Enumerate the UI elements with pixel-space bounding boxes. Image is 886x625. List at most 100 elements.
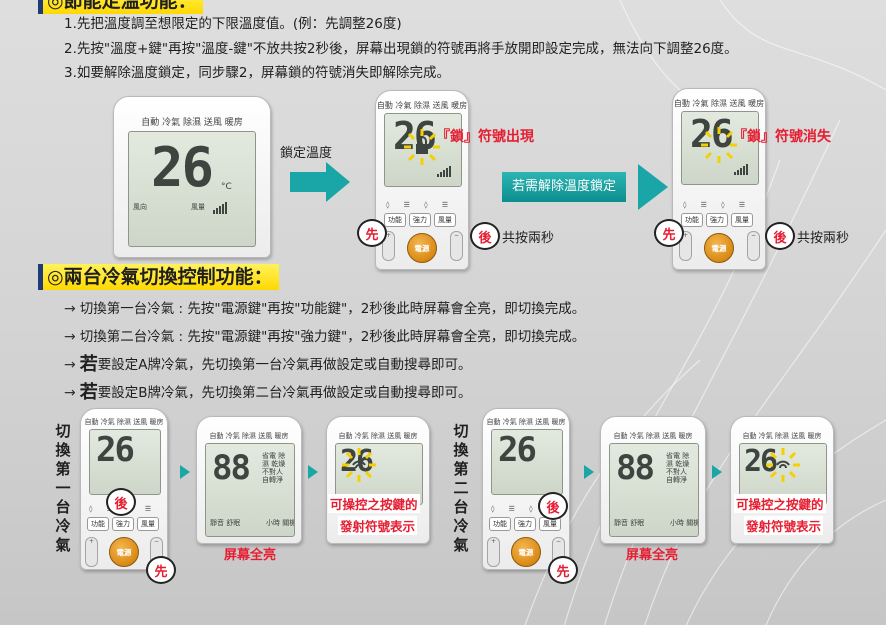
full-screen-label-2: 屏幕全亮 bbox=[626, 548, 679, 563]
temp-minus-key[interactable]: − bbox=[450, 231, 463, 261]
lock-temp-label: 鎖定溫度 bbox=[280, 146, 333, 161]
remote-modes: 自動 冷氣 除濕 送風 暖房 bbox=[486, 418, 566, 426]
signal-burst-icon bbox=[766, 448, 800, 482]
flow-arrow bbox=[308, 465, 318, 479]
bullet-4: →若要設定B牌冷氣，先切換第二台冷氣再做設定或自動搜尋即可。 bbox=[64, 382, 472, 403]
lcd-all-segments: 88 bbox=[212, 448, 251, 488]
lcd-all-segments: 88 bbox=[616, 448, 655, 488]
step-1: 1.先把溫度調至想限定的下限溫度值。(例：先調整26度) bbox=[64, 16, 402, 32]
signal-label-1-line1: 可操控之按鍵的 bbox=[328, 494, 420, 513]
bullet-3: →若要設定A牌冷氣，先切換第一台冷氣再做設定或自動搜尋即可。 bbox=[64, 354, 472, 375]
after-bubble: 後 bbox=[538, 492, 568, 520]
remote-lcd: 26 bbox=[681, 111, 759, 185]
step-3: 3.如要解除溫度鎖定，同步驟2，屏幕鎖的符號消失即解除完成。 bbox=[64, 65, 450, 81]
temp-minus-key[interactable]: − bbox=[747, 231, 760, 261]
switch-second-vertical: 切換第二台冷氣 bbox=[453, 422, 469, 554]
unlock-banner: 若需解除溫度鎖定 bbox=[502, 172, 627, 202]
bullet-1: →切換第一台冷氣 : 先按"電源鍵"再按"功能鍵"，2秒後此時屏幕會全亮，即切換… bbox=[64, 301, 586, 317]
unlock-arrow-head bbox=[638, 164, 668, 210]
lcd-temperature: 26 bbox=[393, 114, 437, 158]
function-button[interactable]: 功能 bbox=[384, 213, 406, 227]
step-2: 2.先按"溫度+鍵"再按"溫度-鍵"不放共按2秒後，屏幕出現鎖的符號再將手放開即… bbox=[64, 40, 738, 57]
lcd-quiet: 靜音 舒眠 bbox=[210, 519, 241, 527]
fan-level-bars bbox=[437, 166, 451, 177]
boost-button[interactable]: 強力 bbox=[514, 517, 536, 531]
lcd-extra-modes: 省電 除濕 乾燥 不對人 自轉淨 bbox=[666, 452, 690, 484]
remote-lock-appear: 自動 冷氣 除濕 送風 暖房 26 ◊ ☰ ◊ ☰ 功能 強力 風量 + 電源 … bbox=[375, 90, 469, 270]
remote-lcd: 26 °C 風向 風量 bbox=[128, 131, 256, 247]
power-button[interactable]: 電源 bbox=[109, 537, 139, 567]
lock-burst-icon bbox=[404, 129, 440, 165]
lcd-quiet: 靜音 舒眠 bbox=[614, 519, 645, 527]
first-bubble: 先 bbox=[548, 556, 578, 584]
remote-modes: 自動 冷氣 除濕 送風 暖房 bbox=[209, 432, 289, 440]
lcd-temperature: 26 bbox=[151, 136, 214, 199]
temp-plus-key[interactable]: + bbox=[487, 537, 500, 567]
boost-button[interactable]: 強力 bbox=[112, 517, 134, 531]
remote-modes: 自動 冷氣 除濕 送風 暖房 bbox=[376, 101, 468, 110]
lcd-temperature: 26 bbox=[744, 444, 778, 479]
first-bubble: 先 bbox=[146, 556, 176, 584]
lcd-hours: 小時 關機 bbox=[670, 519, 699, 527]
remote-lcd: 26 bbox=[491, 429, 563, 495]
function-button[interactable]: 功能 bbox=[681, 213, 703, 227]
arrow-to-lock bbox=[290, 162, 350, 202]
section2-bullets: →切換第一台冷氣 : 先按"電源鍵"再按"功能鍵"，2秒後此時屏幕會全亮，即切換… bbox=[64, 295, 585, 407]
section2-title: ◎兩台冷氣切換控制功能： bbox=[38, 264, 279, 290]
lcd-temperature: 26 bbox=[96, 430, 135, 470]
button-icons: ◊ ☰ ◊ ☰ bbox=[386, 201, 455, 209]
lcd-fan-direction: 風向 bbox=[133, 203, 147, 211]
lock-appear-label: 『鎖』符號出現 bbox=[436, 129, 534, 145]
section1-steps: 1.先把溫度調至想限定的下限溫度值。(例：先調整26度) 2.先按"溫度+鍵"再… bbox=[64, 12, 738, 86]
first-bubble: 先 bbox=[654, 219, 684, 247]
flow-arrow bbox=[584, 465, 594, 479]
lcd-hours: 小時 關機 bbox=[266, 519, 295, 527]
remote-modes: 自動 冷氣 除濕 送風 暖房 bbox=[673, 99, 765, 108]
remote-lcd: 88 省電 除濕 乾燥 不對人 自轉淨 靜音 舒眠 小時 關機 bbox=[205, 443, 295, 537]
fan-level-bars bbox=[734, 164, 748, 175]
press-together-1: 共按兩秒 bbox=[502, 231, 555, 246]
remote-lcd: 88 省電 除濕 乾燥 不對人 自轉淨 靜音 舒眠 小時 關機 bbox=[609, 443, 699, 537]
after-bubble: 後 bbox=[106, 488, 136, 516]
button-icons: ◊ ☰ ◊ ☰ bbox=[683, 201, 752, 209]
lcd-fan-speed: 風量 bbox=[191, 203, 205, 211]
after-bubble: 後 bbox=[765, 222, 795, 250]
fan-button[interactable]: 風量 bbox=[731, 213, 753, 227]
function-button[interactable]: 功能 bbox=[489, 517, 511, 531]
temp-plus-key[interactable]: + bbox=[85, 537, 98, 567]
remote-modes: 自動 冷氣 除濕 送風 暖房 bbox=[141, 118, 243, 128]
fan-level-bars bbox=[213, 202, 227, 214]
remote-switch1-fullscreen: 自動 冷氣 除濕 送風 暖房 88 省電 除濕 乾燥 不對人 自轉淨 靜音 舒眠… bbox=[196, 416, 302, 544]
lock-gone-label: 『鎖』符號消失 bbox=[733, 129, 831, 145]
press-together-2: 共按兩秒 bbox=[797, 231, 850, 246]
power-button[interactable]: 電源 bbox=[511, 537, 541, 567]
remote-lcd: 26 bbox=[89, 429, 161, 495]
first-bubble: 先 bbox=[357, 219, 387, 247]
power-button[interactable]: 電源 bbox=[704, 233, 734, 263]
fan-button[interactable]: 風量 bbox=[137, 517, 159, 531]
lock-gone-burst-icon bbox=[701, 127, 737, 163]
remote-switch2-press: 自動 冷氣 除濕 送風 暖房 26 ◊ ☰ ◊ ☰ 功能 強力 風量 + 電源 … bbox=[482, 408, 570, 570]
flow-arrow bbox=[180, 465, 190, 479]
button-icons: ◊ ☰ ◊ ☰ bbox=[491, 505, 560, 513]
signal-label-1-line2: 發射符號表示 bbox=[338, 516, 418, 535]
remote-switch2-fullscreen: 自動 冷氣 除濕 送風 暖房 88 省電 除濕 乾燥 不對人 自轉淨 靜音 舒眠… bbox=[600, 416, 706, 544]
remote-modes: 自動 冷氣 除濕 送風 暖房 bbox=[338, 432, 418, 440]
signal-label-2-line2: 發射符號表示 bbox=[744, 516, 824, 535]
full-screen-label-1: 屏幕全亮 bbox=[224, 548, 277, 563]
boost-button[interactable]: 強力 bbox=[706, 213, 728, 227]
remote-lock-gone: 自動 冷氣 除濕 送風 暖房 26 ◊ ☰ ◊ ☰ 功能 強力 風量 + 電源 … bbox=[672, 88, 766, 270]
function-button[interactable]: 功能 bbox=[87, 517, 109, 531]
signal-burst-icon bbox=[342, 448, 376, 482]
signal-label-2-line1: 可操控之按鍵的 bbox=[734, 494, 826, 513]
flow-arrow bbox=[712, 465, 722, 479]
fan-button[interactable]: 風量 bbox=[434, 213, 456, 227]
lcd-extra-modes: 省電 除濕 乾燥 不對人 自轉淨 bbox=[262, 452, 286, 484]
boost-button[interactable]: 強力 bbox=[409, 213, 431, 227]
power-button[interactable]: 電源 bbox=[407, 233, 437, 263]
remote-initial: 自動 冷氣 除濕 送風 暖房 26 °C 風向 風量 bbox=[113, 96, 271, 258]
remote-modes: 自動 冷氣 除濕 送風 暖房 bbox=[742, 432, 822, 440]
section1-title: ◎節能定溫功能： bbox=[38, 0, 203, 14]
after-bubble: 後 bbox=[470, 222, 500, 250]
lcd-unit: °C bbox=[221, 182, 232, 192]
